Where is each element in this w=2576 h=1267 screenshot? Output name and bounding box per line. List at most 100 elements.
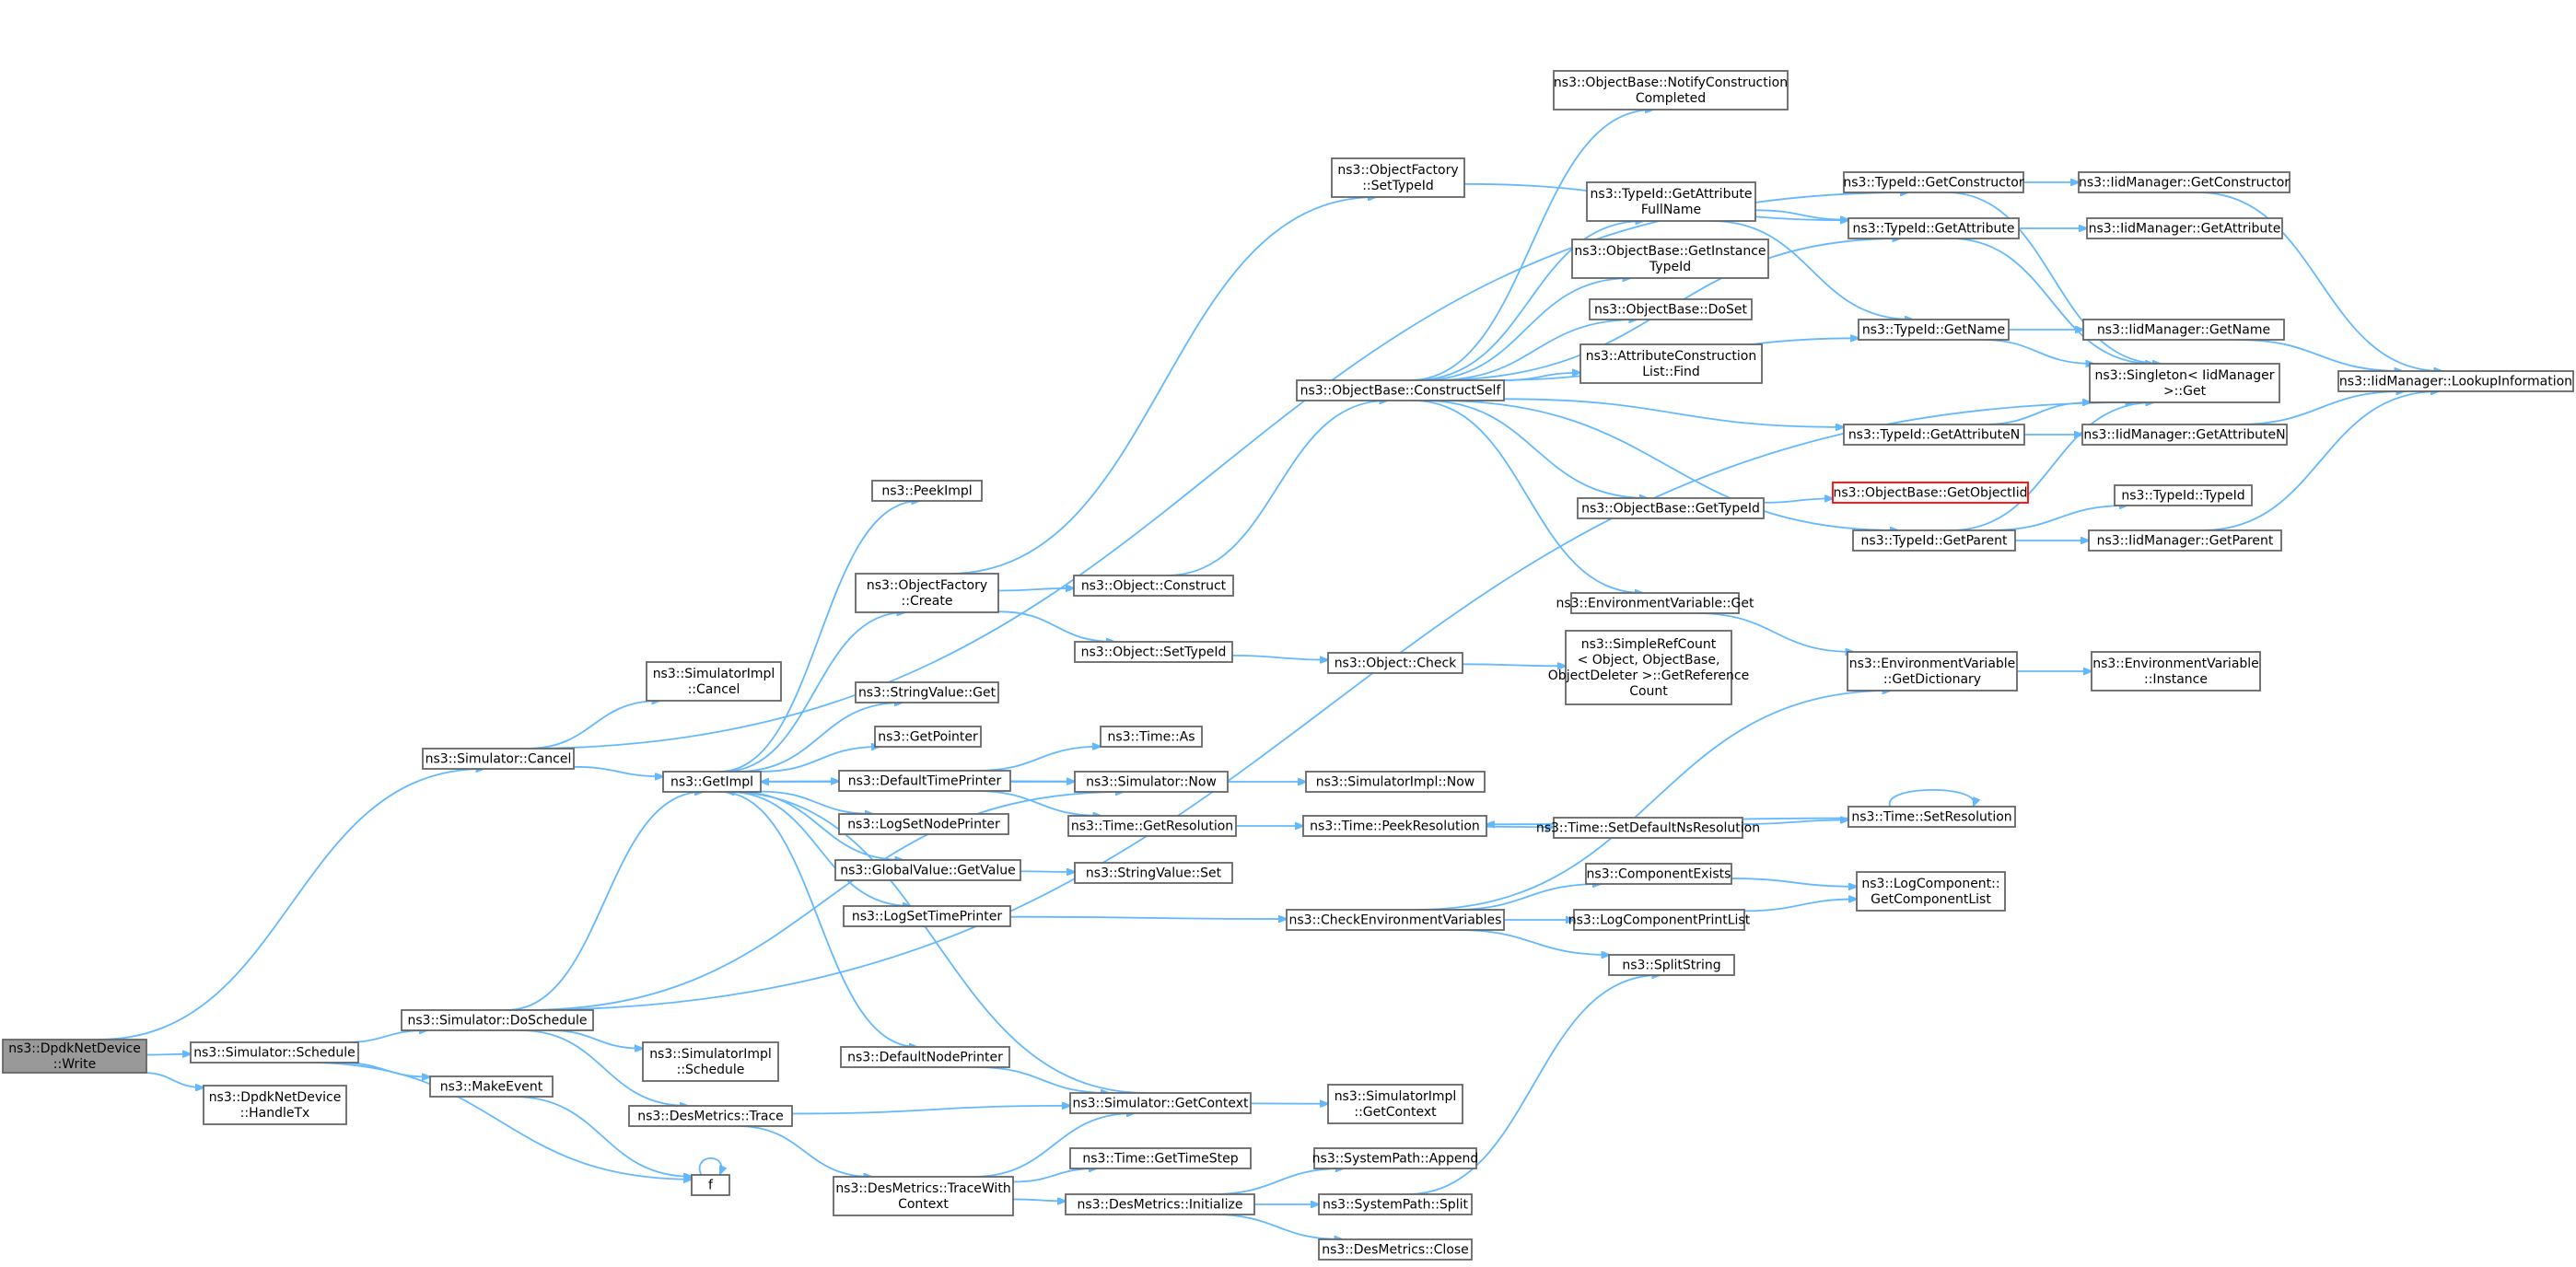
node-box (2, 1039, 147, 1074)
node-simimpl_now[interactable]: ns3::SimulatorImpl::Now (1305, 771, 1486, 793)
node-getpointer[interactable]: ns3::GetPointer (874, 726, 982, 748)
node-checkenvvars[interactable]: ns3::CheckEnvironmentVariables (1286, 909, 1505, 931)
edge-layer (98, 110, 2442, 1239)
node-getimpl[interactable]: ns3::GetImpl (662, 771, 762, 793)
edge-desmetrics_tracewithcontext-to-desmetrics_initialize (1012, 1199, 1066, 1201)
node-label: ns3::Simulator::Cancel (425, 752, 572, 767)
node-label: ns3::ObjectBase::GetInstance (1574, 244, 1766, 259)
node-f[interactable]: f (691, 1174, 730, 1196)
node-handletx[interactable]: ns3::DpdkNetDevice::HandleTx (203, 1085, 347, 1125)
node-box (1608, 954, 1735, 976)
edge-objbase_constructself-to-typeid_getparent (1436, 400, 1898, 530)
node-sim_getcontext[interactable]: ns3::Simulator::GetContext (1069, 1092, 1252, 1114)
node-simimpl_cancel[interactable]: ns3::SimulatorImpl::Cancel (646, 661, 782, 702)
node-objbase_doset[interactable]: ns3::ObjectBase::DoSet (1589, 298, 1753, 320)
node-logcomponent_getlist[interactable]: ns3::LogComponent::GetComponentList (1856, 871, 2006, 912)
node-envvar_getdictionary[interactable]: ns3::EnvironmentVariable::GetDictionary (1847, 651, 2018, 692)
node-logsettimeprinter[interactable]: ns3::LogSetTimePrinter (843, 905, 1011, 927)
edge-typeid_getname-to-singleton_get (1981, 339, 2093, 364)
node-label: ns3::Time::PeekResolution (1310, 819, 1480, 834)
node-object_settypeid[interactable]: ns3::Object::SetTypeId (1074, 641, 1233, 663)
node-singleton_get[interactable]: ns3::Singleton< IidManager>::Get (2089, 363, 2280, 403)
node-time_getresolution[interactable]: ns3::Time::GetResolution (1067, 815, 1237, 837)
edge-getimpl-to-objfactory_create (723, 612, 905, 773)
node-iidmgr_getparent[interactable]: ns3::IidManager::GetParent (2088, 529, 2282, 552)
node-stringvalue_set[interactable]: ns3::StringValue::Set (1074, 862, 1233, 884)
edge-desmetrics_tracewithcontext-to-time_gettimestep (1012, 1168, 1097, 1183)
node-label: ObjectDeleter >::GetReference (1548, 668, 1749, 683)
node-makeevent[interactable]: ns3::MakeEvent (429, 1075, 554, 1098)
node-systempath_split[interactable]: ns3::SystemPath::Split (1318, 1193, 1473, 1215)
edge-desmetrics_trace-to-sim_getcontext (791, 1106, 1070, 1115)
node-defaulttimeprinter[interactable]: ns3::DefaultTimePrinter (838, 770, 1011, 792)
edge-logsettimeprinter-to-checkenvvars (1009, 917, 1287, 919)
node-box (2088, 529, 2282, 552)
node-object_construct[interactable]: ns3::Object::Construct (1073, 575, 1234, 597)
node-sim_doschedule[interactable]: ns3::Simulator::DoSchedule (401, 1009, 594, 1031)
node-componentexists[interactable]: ns3::ComponentExists (1585, 863, 1732, 885)
node-sim_now[interactable]: ns3::Simulator::Now (1074, 771, 1229, 793)
node-envvar_get[interactable]: ns3::EnvironmentVariable::Get (1556, 592, 1754, 614)
node-iidmgr_getconstructor[interactable]: ns3::IidManager::GetConstructor (2078, 171, 2290, 193)
node-iidmgr_lookupinfo[interactable]: ns3::IidManager::LookupInformation (2337, 370, 2574, 392)
node-objfactory_settypeid[interactable]: ns3::ObjectFactory::SetTypeId (1331, 157, 1465, 198)
node-label: ns3::SimpleRefCount (1581, 637, 1717, 652)
node-splitstring[interactable]: ns3::SplitString (1608, 954, 1735, 976)
node-objbase_notify[interactable]: ns3::ObjectBase::NotifyConstructionCompl… (1553, 70, 1789, 110)
node-typeid_getattribute[interactable]: ns3::TypeId::GetAttribute (1847, 217, 2020, 239)
node-box (2114, 484, 2253, 506)
node-box (833, 1176, 1014, 1216)
node-simimpl_schedule[interactable]: ns3::SimulatorImpl::Schedule (642, 1041, 779, 1082)
node-objfactory_create[interactable]: ns3::ObjectFactory::Create (855, 573, 999, 613)
node-logsetnodeprinter[interactable]: ns3::LogSetNodePrinter (838, 813, 1009, 835)
node-objbase_gettypeid[interactable]: ns3::ObjectBase::GetTypeId (1577, 497, 1765, 519)
node-defaultnodeprinter[interactable]: ns3::DefaultNodePrinter (840, 1046, 1010, 1068)
edge-write-to-sim_schedule (146, 1054, 191, 1055)
node-label: ns3::LogSetTimePrinter (852, 910, 1003, 924)
node-simimpl_getcontext[interactable]: ns3::SimulatorImpl::GetContext (1327, 1084, 1463, 1124)
node-time_gettimestep[interactable]: ns3::Time::GetTimeStep (1069, 1147, 1252, 1169)
node-simplerefcount[interactable]: ns3::SimpleRefCount< Object, ObjectBase,… (1548, 630, 1749, 705)
edge-typeid_getattrfullname-to-typeid_getname (1710, 220, 1913, 320)
node-peekimpl[interactable]: ns3::PeekImpl (871, 480, 983, 502)
node-objbase_getobjectiid[interactable]: ns3::ObjectBase::GetObjectIid (1832, 482, 2029, 504)
node-typeid_getattributen[interactable]: ns3::TypeId::GetAttributeN (1843, 424, 2025, 446)
node-sim_schedule[interactable]: ns3::Simulator::Schedule (190, 1041, 359, 1064)
node-logcomponentprintlist[interactable]: ns3::LogComponentPrintList (1568, 909, 1751, 931)
node-typeid_getname[interactable]: ns3::TypeId::GetName (1858, 319, 2010, 341)
node-typeid_typeid[interactable]: ns3::TypeId::TypeId (2114, 484, 2253, 506)
node-box (2081, 424, 2288, 446)
node-object_check[interactable]: ns3::Object::Check (1327, 652, 1463, 674)
node-desmetrics_initialize[interactable]: ns3::DesMetrics::Initialize (1065, 1193, 1255, 1215)
node-typeid_getconstructor[interactable]: ns3::TypeId::GetConstructor (1843, 171, 2024, 193)
node-desmetrics_trace[interactable]: ns3::DesMetrics::Trace (628, 1105, 793, 1127)
node-sim_cancel[interactable]: ns3::Simulator::Cancel (422, 748, 575, 770)
node-iidmgr_getname[interactable]: ns3::IidManager::GetName (2082, 319, 2285, 341)
node-label: ::HandleTx (240, 1106, 310, 1121)
node-time_setresolution[interactable]: ns3::Time::SetResolution (1847, 806, 2016, 828)
node-iidmgr_getattributen[interactable]: ns3::IidManager::GetAttributeN (2081, 424, 2288, 446)
node-box (871, 480, 983, 502)
node-box (1553, 70, 1789, 110)
edge-desmetrics_initialize-to-systempath_append (1211, 1168, 1344, 1195)
node-write[interactable]: ns3::DpdkNetDevice::Write (2, 1039, 147, 1074)
node-desmetrics_close[interactable]: ns3::DesMetrics::Close (1318, 1238, 1473, 1261)
node-time_as[interactable]: ns3::Time::As (1100, 726, 1203, 748)
node-objbase_constructself[interactable]: ns3::ObjectBase::ConstructSelf (1296, 379, 1505, 401)
node-label: ns3::LogComponentPrintList (1568, 913, 1751, 928)
node-typeid_getparent[interactable]: ns3::TypeId::GetParent (1852, 529, 2016, 552)
node-stringvalue_get[interactable]: ns3::StringValue::Get (855, 681, 999, 703)
edge-objbase_constructself-to-objbase_getinstancetypeid (1421, 278, 1630, 381)
node-label: ns3::SimulatorImpl (653, 667, 775, 681)
node-envvar_instance[interactable]: ns3::EnvironmentVariable::Instance (2091, 651, 2261, 692)
node-time_peekresolution[interactable]: ns3::Time::PeekResolution (1302, 815, 1487, 837)
node-time_setdefaultnsres[interactable]: ns3::Time::SetDefaultNsResolution (1536, 817, 1760, 839)
node-systempath_append[interactable]: ns3::SystemPath::Append (1312, 1147, 1479, 1169)
node-globalvalue_getvalue[interactable]: ns3::GlobalValue::GetValue (834, 859, 1021, 881)
edge-sim_doschedule-to-desmetrics_trace (519, 1029, 688, 1106)
node-iidmgr_getattribute[interactable]: ns3::IidManager::GetAttribute (2086, 217, 2283, 239)
